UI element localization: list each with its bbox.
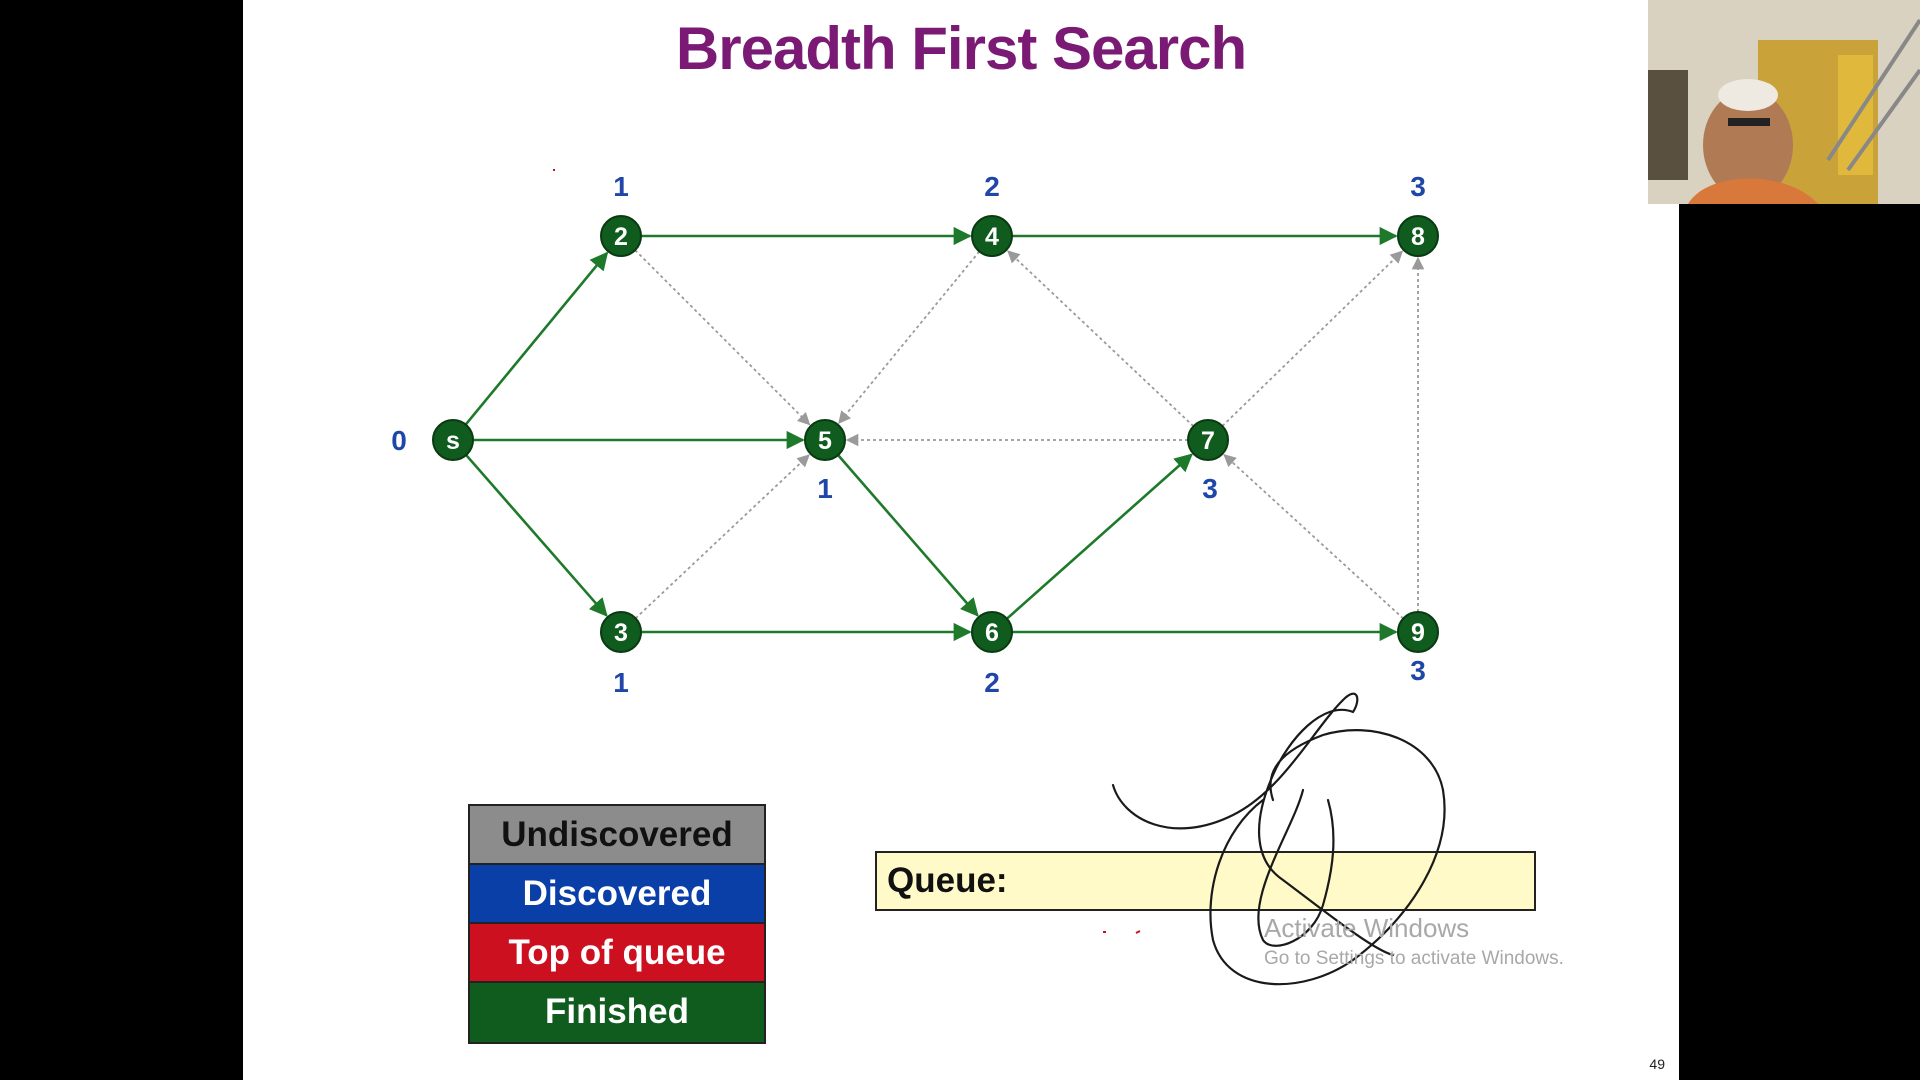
node-label: 4 — [985, 223, 999, 251]
edge-6-7 — [1006, 453, 1193, 620]
node-distance: 1 — [817, 473, 833, 504]
edge-2-5 — [634, 249, 811, 426]
queue-box: Queue: — [875, 851, 1536, 911]
node-circle — [1397, 611, 1439, 653]
node-distance: 3 — [1410, 171, 1426, 202]
node-circle — [1397, 215, 1439, 257]
node-label: 7 — [1201, 427, 1215, 455]
node-circle — [432, 419, 474, 461]
windows-activation-watermark: Activate Windows Go to Settings to activ… — [1264, 913, 1604, 970]
node-circle — [971, 611, 1013, 653]
watermark-line1: Activate Windows — [1264, 913, 1470, 943]
node-distance: 1 — [613, 667, 629, 698]
edge-7-4 — [1007, 250, 1195, 427]
edge-7-8 — [1221, 250, 1404, 427]
node-circle — [600, 215, 642, 257]
node-circle — [971, 215, 1013, 257]
node-2: 21 — [600, 171, 642, 257]
graph-edges — [464, 226, 1425, 642]
edge-5-6 — [837, 454, 979, 617]
node-label: 5 — [818, 427, 832, 455]
node-distance: 0 — [391, 425, 407, 456]
node-distance: 2 — [984, 667, 1000, 698]
node-circle — [804, 419, 846, 461]
node-4: 42 — [971, 171, 1013, 257]
edge-9-7 — [1223, 453, 1404, 620]
node-distance: 3 — [1410, 655, 1426, 686]
edge-s-3 — [465, 454, 608, 617]
node-circle — [600, 611, 642, 653]
legend: Undiscovered Discovered Top of queue Fin… — [468, 804, 766, 1044]
node-label: s — [446, 427, 460, 455]
node-9: 93 — [1397, 611, 1439, 686]
page-number: 49 — [1649, 1056, 1665, 1072]
node-3: 31 — [600, 611, 642, 698]
node-distance: 2 — [984, 171, 1000, 202]
node-8: 83 — [1397, 171, 1439, 257]
edge-4-5 — [838, 250, 981, 424]
node-5: 51 — [804, 419, 846, 504]
edge-3-5 — [634, 454, 810, 619]
slide-title: Breadth First Search — [675, 15, 1247, 82]
edge-s-2 — [464, 251, 609, 426]
node-distance: 3 — [1202, 473, 1218, 504]
watermark-line2: Go to Settings to activate Windows. — [1264, 948, 1564, 969]
legend-undiscovered: Undiscovered — [470, 806, 764, 865]
node-circle — [1187, 419, 1229, 461]
node-s: s0 — [391, 419, 474, 461]
node-label: 8 — [1411, 223, 1425, 251]
node-label: 9 — [1411, 619, 1425, 647]
node-label: 6 — [985, 619, 999, 647]
node-7: 73 — [1187, 419, 1229, 504]
legend-finished: Finished — [470, 983, 764, 1042]
node-label: 2 — [614, 223, 628, 251]
queue-label: Queue: — [887, 861, 1008, 900]
node-6: 62 — [971, 611, 1013, 698]
node-distance: 1 — [613, 171, 629, 202]
node-label: 3 — [614, 619, 628, 647]
legend-discovered: Discovered — [470, 865, 764, 924]
right-black-bar — [1679, 204, 1920, 1080]
webcam-feed — [1648, 0, 1920, 204]
legend-top-of-queue: Top of queue — [470, 924, 764, 983]
